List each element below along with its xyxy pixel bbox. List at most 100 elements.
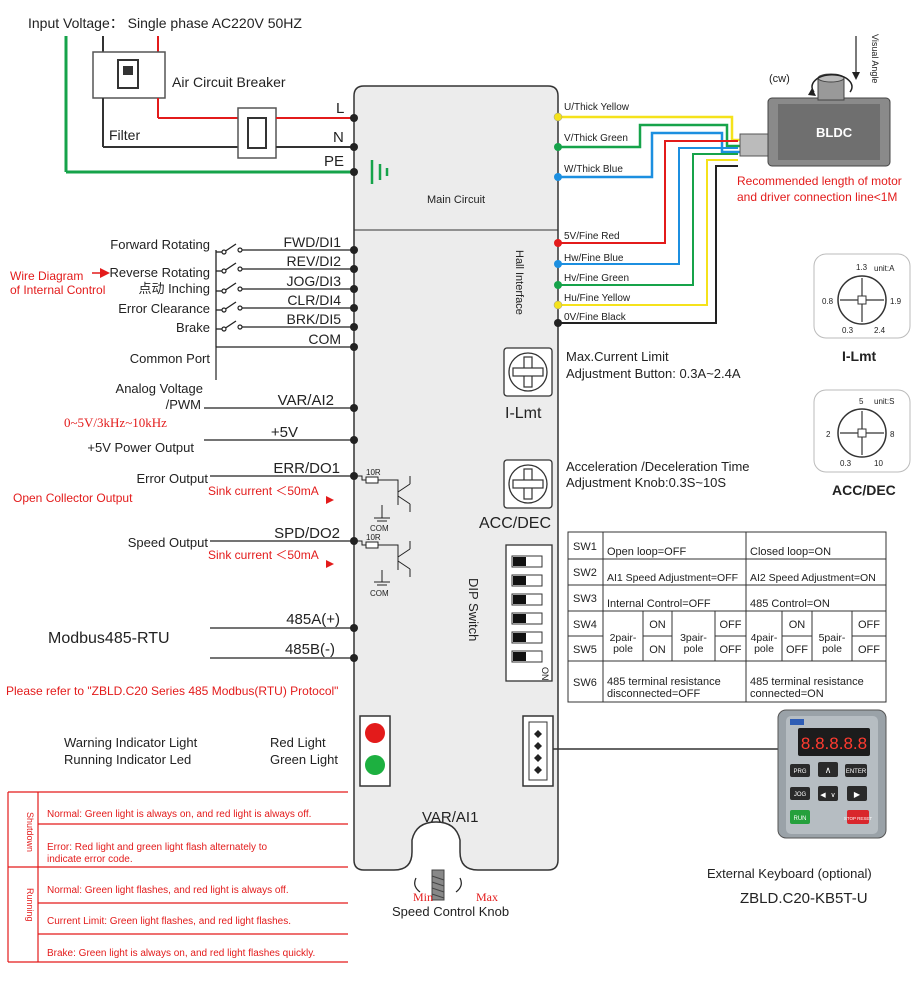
bldc-motor xyxy=(739,36,891,167)
dip-switch-6[interactable] xyxy=(511,650,543,663)
status-line-4: Normal: Green light flashes, and red lig… xyxy=(47,885,289,896)
pole-label-2: 3pair- xyxy=(680,632,707,644)
ilmt-knob[interactable] xyxy=(503,347,553,397)
indicator-lights xyxy=(359,715,391,787)
sw2-label: SW2 xyxy=(573,567,597,579)
acc-dec-label: ACC/DEC xyxy=(479,515,551,532)
dip-switch-lever-1 xyxy=(513,557,526,566)
dip-switch-3[interactable] xyxy=(511,593,543,606)
dip-switch-5[interactable] xyxy=(511,631,543,644)
sw2-on: AI2 Speed Adjustment=ON xyxy=(750,572,876,584)
key-jog xyxy=(790,787,810,800)
speed-knob-label: Speed Control Knob xyxy=(392,904,509,919)
key-down-label: ∨ xyxy=(830,792,835,799)
com1-label: COM xyxy=(370,524,389,533)
red-light-label: Red Light xyxy=(270,735,326,750)
ilmt-val-right: 1.9 xyxy=(890,297,902,306)
keyboard-display: 8.8.8.8.8 xyxy=(801,734,867,753)
motor-wires xyxy=(558,115,742,324)
air-circuit-breaker xyxy=(92,51,166,99)
r1-label: 10R xyxy=(366,468,381,477)
transistor-spd xyxy=(354,540,411,586)
input-desc-rev: Reverse Rotating xyxy=(110,265,210,280)
pin-jog: JOG/DI3 xyxy=(287,273,342,289)
sw6-on-line2: connected=ON xyxy=(750,688,824,700)
running-indicator-label: Running Indicator Led xyxy=(64,752,191,767)
dip-switch-lever-3 xyxy=(513,595,526,604)
ground-symbol xyxy=(370,160,389,184)
ilmt-label: I-Lmt xyxy=(505,405,542,422)
keyboard-keys[interactable] xyxy=(790,762,869,824)
pin-var-ai2: VAR/AI2 xyxy=(278,392,334,409)
acc-val-bl: 0.3 xyxy=(840,459,852,468)
terminal-L: L xyxy=(336,100,344,117)
dip-switch-4[interactable] xyxy=(511,612,543,625)
sink-current-2: Sink current ＜50mA xyxy=(208,548,319,562)
speed-control-knob[interactable] xyxy=(414,869,462,901)
shutdown-label: Shutdown xyxy=(25,812,35,852)
dip-switch-lever-5 xyxy=(513,633,526,642)
acc-desc1: Acceleration /Deceleration Time xyxy=(566,459,750,474)
motor-cw: (cw) xyxy=(769,73,790,85)
acc-desc2: Adjustment Knob:0.3S~10S xyxy=(566,475,726,490)
visual-angle-label: Visual Angle xyxy=(870,34,880,83)
sw4-label: SW4 xyxy=(573,619,597,631)
pole-sw4-1: ON xyxy=(649,619,666,631)
sw1-off: Open loop=OFF xyxy=(607,546,686,558)
pole-sw5-2: OFF xyxy=(720,644,742,656)
knob-max: Max xyxy=(476,890,498,904)
acc-dec-knob[interactable] xyxy=(503,459,553,509)
dip-switch-2[interactable] xyxy=(511,574,543,587)
com2-label: COM xyxy=(370,589,389,598)
pole-label-suffix-4: pole xyxy=(822,643,842,655)
terminal-PE: PE xyxy=(324,153,344,170)
ilmt-desc1: Max.Current Limit xyxy=(566,349,669,364)
keyboard-connector xyxy=(522,715,554,787)
dip-switch-lever-2 xyxy=(513,576,526,585)
r2-label: 10R xyxy=(366,533,381,542)
acc-val-right: 8 xyxy=(890,430,895,439)
sw3-label: SW3 xyxy=(573,593,597,605)
red-light xyxy=(365,723,385,743)
pole-sw5-3: OFF xyxy=(786,644,808,656)
sw3-on: 485 Control=ON xyxy=(750,598,830,610)
ilmt-unit: unit:A xyxy=(874,264,895,273)
key-run-label: RUN xyxy=(794,816,807,822)
ilmt-dial xyxy=(813,253,911,339)
hall-5v-label: 5V/Fine Red xyxy=(564,231,620,242)
pole-sw4-3: ON xyxy=(789,619,806,631)
ilmt-val-top: 1.3 xyxy=(856,263,868,272)
status-line-3: indicate error code. xyxy=(47,854,133,865)
status-line-1: Normal: Green light is always on, and re… xyxy=(47,809,311,820)
status-line-2: Error: Red light and green light flash a… xyxy=(47,842,268,853)
status-line-5: Current Limit: Green light flashes, and … xyxy=(47,916,291,927)
analog-range: 0~5V/3kHz~10kHz xyxy=(64,415,167,430)
status-line-6: Brake: Green light is always on, and red… xyxy=(47,948,315,959)
filter-box xyxy=(237,107,277,159)
dip-switch-1[interactable] xyxy=(511,555,543,568)
transistor-err xyxy=(354,475,411,522)
analog-desc-line1: Analog Voltage xyxy=(116,381,203,396)
acc-val-left: 2 xyxy=(826,430,831,439)
power-output-desc: +5V Power Output xyxy=(87,440,194,455)
sw1-on: Closed loop=ON xyxy=(750,546,831,558)
sink-current-1: Sink current ＜50mA xyxy=(208,484,319,498)
key-jog-label: JOG xyxy=(794,792,807,798)
ilmt-desc2: Adjustment Button: 0.3A~2.4A xyxy=(566,366,741,381)
recommend-line2: and driver connection line<1M xyxy=(737,190,897,204)
keyboard-model: ZBLD.C20-KB5T-U xyxy=(740,890,868,907)
pole-label-1: 2pair- xyxy=(610,632,637,644)
sw6-on-line1: 485 terminal resistance xyxy=(750,676,864,688)
key-enter-label: ENTER xyxy=(846,769,867,775)
acc-val-top: 5 xyxy=(859,397,864,406)
input-desc-fwd: Forward Rotating xyxy=(110,237,210,252)
dip-on-label: ON xyxy=(540,667,550,681)
terminal-N: N xyxy=(333,129,344,146)
pin-485a: 485A(+) xyxy=(286,611,340,628)
ilmt-val-br: 2.4 xyxy=(874,326,886,335)
input-desc-clr: Error Clearance xyxy=(118,301,210,316)
open-collector-label: Open Collector Output xyxy=(13,491,133,505)
pin-err-do1: ERR/DO1 xyxy=(273,460,340,477)
wire-w-label: W/Thick Blue xyxy=(564,164,623,175)
